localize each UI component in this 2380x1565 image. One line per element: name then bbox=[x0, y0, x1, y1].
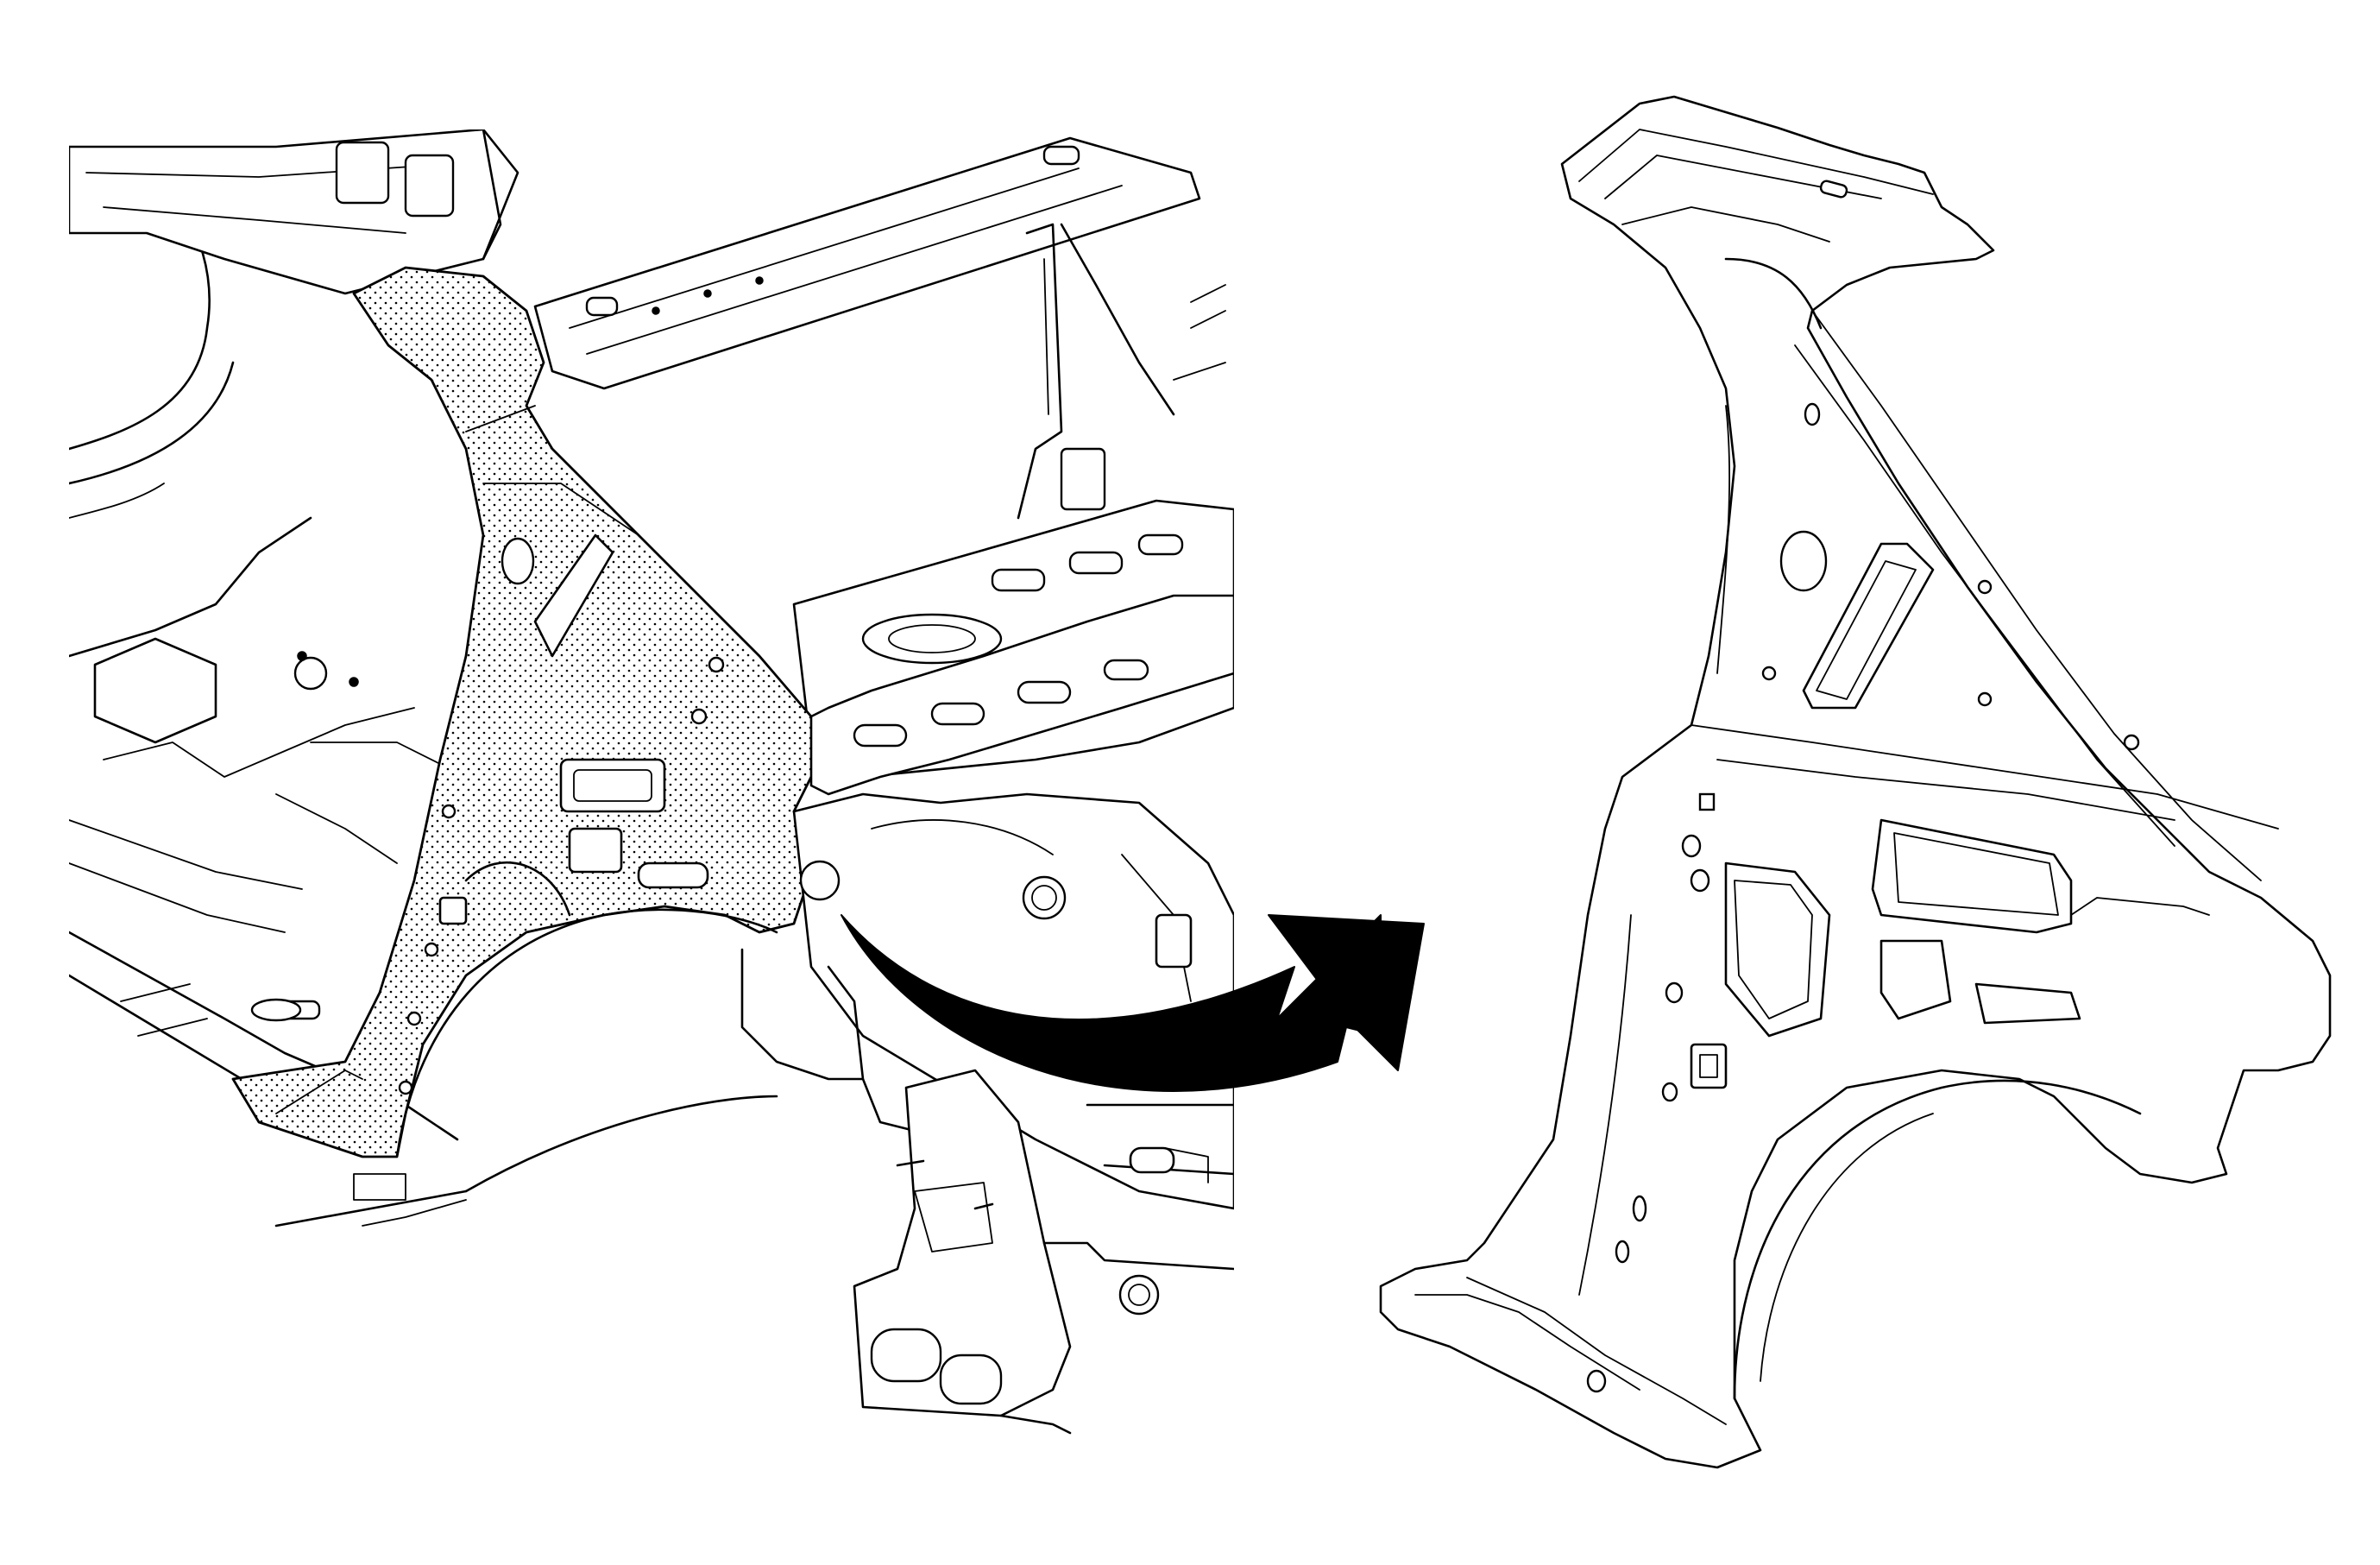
highlighted-quarter-inner-panel bbox=[231, 266, 822, 1158]
arrow-head bbox=[1268, 914, 1425, 1071]
removal-arrow bbox=[841, 914, 1425, 1092]
wheel-arch-edge bbox=[395, 908, 778, 1158]
removed-panel-outline bbox=[1379, 95, 2332, 1469]
lower-quarter bbox=[740, 948, 916, 1133]
removed-quarter-panel-drawing bbox=[1379, 95, 2332, 1469]
body-assembly-drawing bbox=[69, 129, 1234, 1435]
rear-header-beam bbox=[533, 136, 1201, 390]
removed-wheel-arch-edge bbox=[1733, 1079, 2142, 1400]
right-rear-pillar bbox=[1017, 223, 1175, 520]
